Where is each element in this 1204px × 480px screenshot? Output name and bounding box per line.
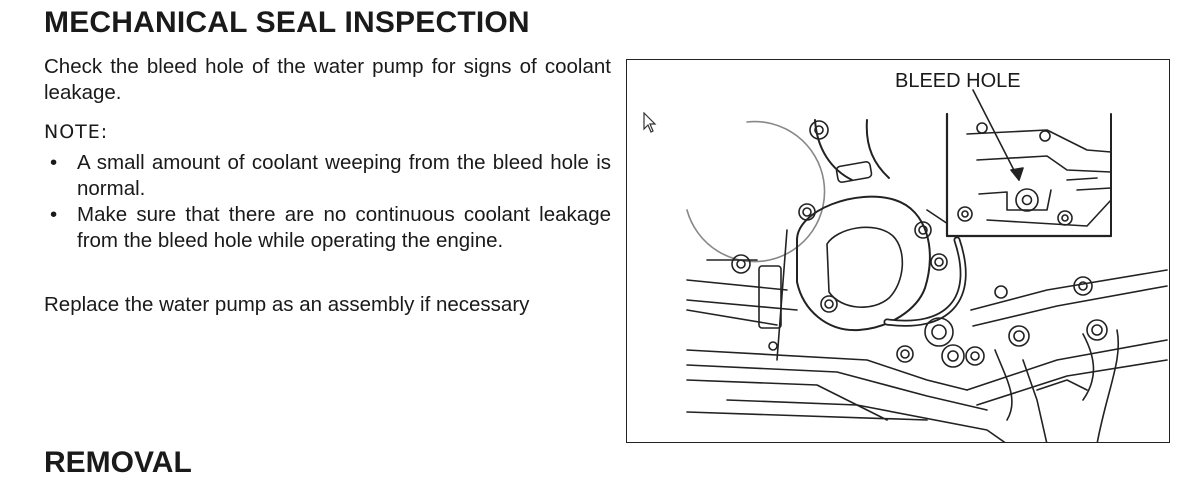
water-pump-figure: BLEED HOLE (626, 59, 1170, 443)
bleed-hole-callout: BLEED HOLE (895, 70, 1021, 92)
note-item: • Make sure that there are no continuous … (44, 202, 611, 254)
bullet-icon: • (50, 203, 58, 226)
note-list: • A small amount of coolant weeping from … (44, 150, 611, 254)
note-text: A small amount of coolant weeping from t… (77, 151, 611, 200)
note-label: NOTE: (44, 121, 109, 143)
water-pump-illustration (686, 89, 1168, 442)
section-title: MECHANICAL SEAL INSPECTION (44, 6, 530, 39)
replace-paragraph: Replace the water pump as an assembly if… (44, 293, 530, 316)
bullet-icon: • (50, 151, 58, 174)
intro-paragraph: Check the bleed hole of the water pump f… (44, 55, 611, 104)
note-text: Make sure that there are no continuous c… (77, 203, 611, 252)
note-item: • A small amount of coolant weeping from … (44, 150, 611, 202)
next-section-title: REMOVAL (44, 446, 192, 479)
mouse-pointer-icon (643, 112, 657, 133)
